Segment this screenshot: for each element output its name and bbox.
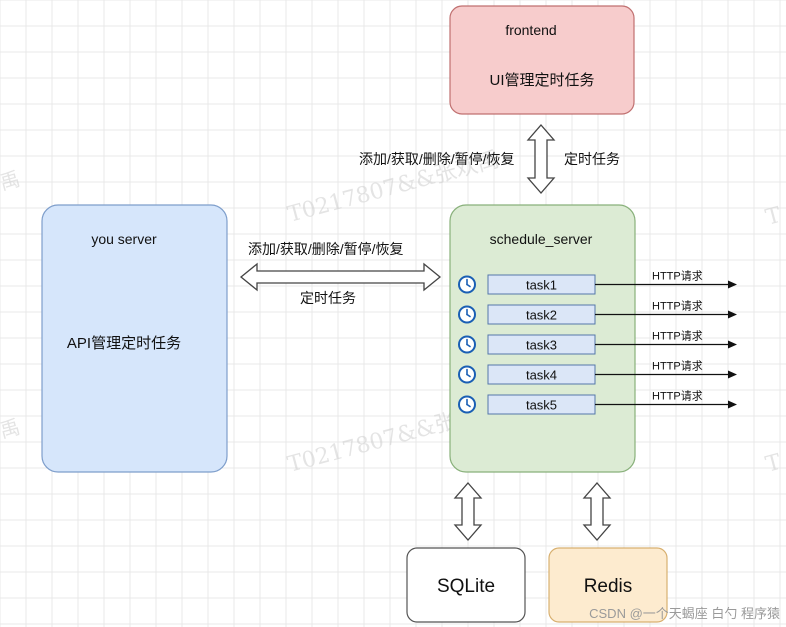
watermark-edge-1: T — [763, 203, 784, 231]
task-label: task5 — [526, 398, 557, 413]
schedule-sqlite-double-arrow — [453, 482, 483, 541]
clock-icon — [458, 305, 476, 324]
http-request-label: HTTP请求 — [652, 300, 703, 313]
frontend-task-label: 定时任务 — [564, 151, 620, 167]
watermark-corner-2: 禹 — [0, 414, 23, 442]
you-schedule-double-arrow — [239, 262, 442, 292]
sqlite-label: SQLite — [437, 576, 495, 597]
clock-icon — [458, 395, 476, 414]
request-arrow-head — [728, 370, 737, 379]
frontend-schedule-double-arrow — [526, 124, 556, 194]
you-ops-label: 添加/获取/删除/暂停/恢复 — [248, 241, 404, 257]
http-request-label: HTTP请求 — [652, 390, 703, 403]
sqlite-box — [406, 547, 526, 623]
you-server-title: you server — [91, 231, 157, 247]
you-task-label: 定时任务 — [300, 290, 356, 306]
watermark-edge-2: T — [763, 450, 784, 478]
task-list: task1HTTP请求task2HTTP请求task3HTTP请求task4HT… — [458, 270, 737, 415]
redis-label: Redis — [584, 576, 633, 597]
frontend-box — [449, 5, 635, 115]
http-request-label: HTTP请求 — [652, 270, 703, 283]
frontend-ops-label: 添加/获取/删除/暂停/恢复 — [359, 151, 515, 167]
watermark-corner-1: 禹 — [0, 166, 23, 194]
you-server-subtitle: API管理定时任务 — [67, 335, 181, 352]
request-arrow-head — [728, 310, 737, 319]
csdn-watermark: CSDN @一个天蝎座 白勺 程序猿 — [589, 606, 780, 621]
you-server-box — [41, 204, 228, 473]
request-arrow-head — [728, 280, 737, 289]
frontend-subtitle: UI管理定时任务 — [489, 72, 594, 89]
task-label: task1 — [526, 278, 557, 293]
clock-icon — [458, 275, 476, 294]
arrow-layer — [239, 124, 612, 541]
task-label: task4 — [526, 368, 557, 383]
request-arrow-head — [728, 340, 737, 349]
frontend-title: frontend — [505, 22, 556, 38]
http-request-label: HTTP请求 — [652, 330, 703, 343]
schedule-server-title: schedule_server — [490, 231, 593, 247]
task-label: task2 — [526, 308, 557, 323]
schedule-redis-double-arrow — [582, 482, 612, 541]
redis-box — [548, 547, 668, 623]
clock-icon — [458, 335, 476, 354]
request-arrow-head — [728, 400, 737, 409]
clock-icon — [458, 365, 476, 384]
http-request-label: HTTP请求 — [652, 360, 703, 373]
task-label: task3 — [526, 338, 557, 353]
